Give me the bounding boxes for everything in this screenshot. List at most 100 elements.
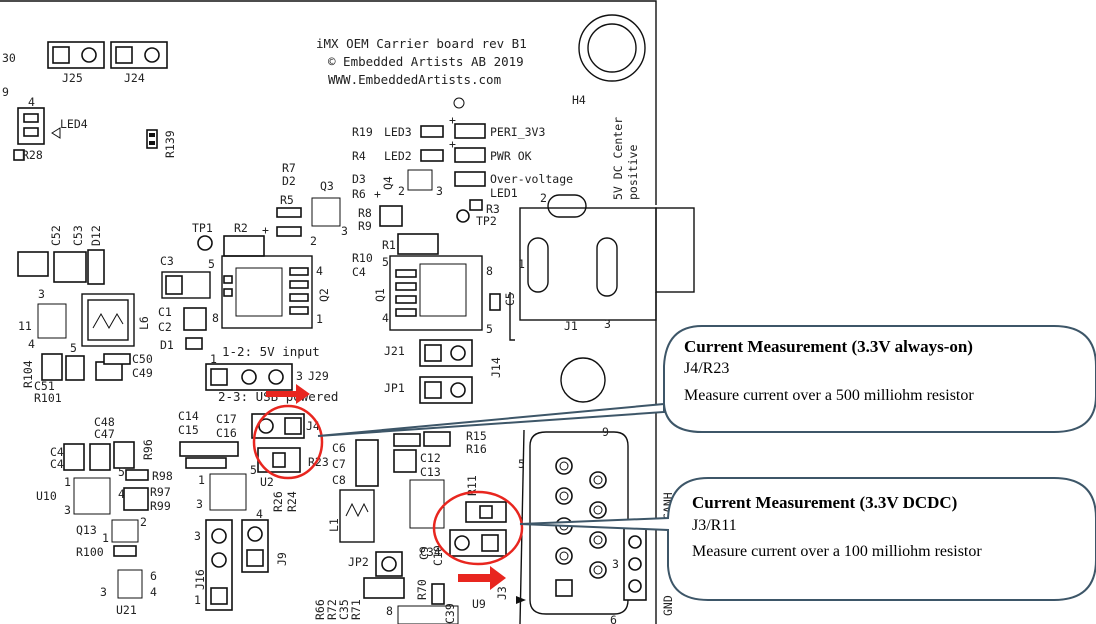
plus-r6: + xyxy=(374,187,381,201)
callout-dcdc: Current Measurement (3.3V DCDC) J3/R11 M… xyxy=(519,477,1096,601)
q3-pin3: 3 xyxy=(341,224,348,238)
jumper-j4: J4 R23 xyxy=(251,413,329,473)
q2-pin4: 4 xyxy=(316,264,323,278)
label-c48: C48 xyxy=(94,415,115,429)
label-r16: R16 xyxy=(466,442,487,456)
label-c15: C15 xyxy=(178,423,199,437)
u10-pin1: 1 xyxy=(64,475,71,489)
label-j3: J3 xyxy=(495,586,509,600)
label-c8: C8 xyxy=(332,473,346,487)
label-jp1: JP1 xyxy=(384,381,405,395)
label-over-voltage: Over-voltage xyxy=(490,172,573,186)
label-r15: R15 xyxy=(466,429,487,443)
ic-u21: 3 6 4 U21 xyxy=(100,569,157,617)
label-q2: Q2 xyxy=(317,288,331,302)
callout-always-on-text: Measure current over a 500 milliohm resi… xyxy=(684,387,974,404)
jumper-j3: J3 xyxy=(449,501,509,600)
j16-pin1: 1 xyxy=(194,593,201,607)
can-connector: 3 CANH GND xyxy=(612,492,675,616)
label-tp1: TP1 xyxy=(192,221,213,235)
q1-pin5: 5 xyxy=(382,255,389,269)
label-j29: J29 xyxy=(308,369,329,383)
callout-dcdc-text: Measure current over a 100 milliohm resi… xyxy=(692,543,982,560)
label-r139: R139 xyxy=(163,130,177,158)
label-h4: H4 xyxy=(572,93,586,107)
label-r6: R6 xyxy=(352,187,366,201)
db9-pin9: 9 xyxy=(602,425,609,439)
label-r5: R5 xyxy=(280,193,294,207)
edge-label-30: 30 xyxy=(2,51,16,65)
label-jumper-note-1: 1-2: 5V input xyxy=(222,344,320,359)
connector-j16: 3 1 J16 xyxy=(193,519,233,611)
label-r101: R101 xyxy=(34,391,62,405)
label-led3: LED3 xyxy=(384,125,412,139)
inductor-l6: L6 3 4 5 11 xyxy=(18,287,151,355)
label-dc-jack-2: positive xyxy=(626,145,640,200)
u21-pin3: 3 xyxy=(100,585,107,599)
label-c2: C2 xyxy=(158,320,172,334)
j16-pin3: 3 xyxy=(194,529,201,543)
label-c50: C50 xyxy=(132,352,153,366)
q2-pin1: 1 xyxy=(316,312,323,326)
callout-dcdc-title: Current Measurement (3.3V DCDC) xyxy=(692,493,957,512)
highlight-j3-r11 xyxy=(432,490,524,590)
q1-pin8: 8 xyxy=(486,264,493,278)
label-r4: R4 xyxy=(352,149,366,163)
label-r11: R11 xyxy=(465,475,479,496)
label-r70: R70 xyxy=(415,579,429,600)
label-q3: Q3 xyxy=(320,179,334,193)
label-r8: R8 xyxy=(358,206,372,220)
label-r19: R19 xyxy=(352,125,373,139)
label-c49: C49 xyxy=(132,366,153,380)
label-r104: R104 xyxy=(21,360,35,388)
label-r1: R1 xyxy=(382,238,396,252)
label-c53: C53 xyxy=(71,225,85,246)
label-c4: C4 xyxy=(352,265,366,279)
connector-j24: J24 xyxy=(110,41,168,85)
edge-label-9: 9 xyxy=(2,85,9,99)
label-r100: R100 xyxy=(76,545,104,559)
u10-pin4: 4 xyxy=(118,487,125,501)
cap-group-c51: R104 C51 R101 C50 C49 xyxy=(21,352,153,405)
callout-always-on-part: J4/R23 xyxy=(684,360,729,377)
jumper-jp1: JP1 xyxy=(384,376,473,404)
label-l1: L1 xyxy=(327,518,341,532)
label-r97: R97 xyxy=(150,485,171,499)
mounting-hole-h4: H4 xyxy=(572,14,646,107)
label-led4: LED4 xyxy=(60,117,88,131)
header-line-1: iMX OEM Carrier board rev B1 xyxy=(316,36,527,51)
can-pin3: 3 xyxy=(612,557,619,571)
u2-pin5: 5 xyxy=(250,463,257,477)
highlight-circle-j3 xyxy=(432,490,524,566)
label-d12: D12 xyxy=(89,225,103,246)
u21-pin4: 4 xyxy=(150,585,157,599)
label-u2: U2 xyxy=(260,475,274,489)
label-c14: C14 xyxy=(178,409,199,423)
label-r28: R28 xyxy=(22,148,43,162)
q4-pin2: 2 xyxy=(398,184,405,198)
label-c51: C51 xyxy=(34,379,55,393)
label-u9: U9 xyxy=(472,597,486,611)
callout-always-on: Current Measurement (3.3V always-on) J4/… xyxy=(317,325,1096,437)
highlight-circle-j4 xyxy=(252,404,324,480)
label-dc-jack-1: 5V DC Center xyxy=(611,117,625,200)
plus-r2: + xyxy=(262,223,269,237)
fiducial xyxy=(453,97,465,109)
jack-pin1: 1 xyxy=(518,257,525,271)
label-r66: R66 xyxy=(313,599,327,620)
ic-q2: 5 4 1 8 Q2 xyxy=(208,255,331,329)
l6-pin4: 4 xyxy=(28,337,35,351)
label-j21: J21 xyxy=(384,344,405,358)
plus-2: + xyxy=(449,137,456,151)
q4-pin3: 3 xyxy=(436,184,443,198)
u2-pin1: 1 xyxy=(198,473,205,487)
label-c10: C10 xyxy=(431,545,445,566)
led-block: R19 LED3 + PERI_3V3 R4 LED2 + PWR OK D3 … xyxy=(352,113,573,255)
tp1-r2: TP1 R2 + xyxy=(192,221,269,257)
label-r24: R24 xyxy=(285,491,299,512)
label-c35: C35 xyxy=(337,599,351,620)
label-j25: J25 xyxy=(62,71,83,85)
cap-group-c48: C48 C47 R96 C45 C46 xyxy=(50,415,155,471)
label-led1: LED1 xyxy=(490,186,518,200)
jumper-jp2: JP2 R66 R72 C35 R71 R70 C39 U9 xyxy=(313,551,486,624)
